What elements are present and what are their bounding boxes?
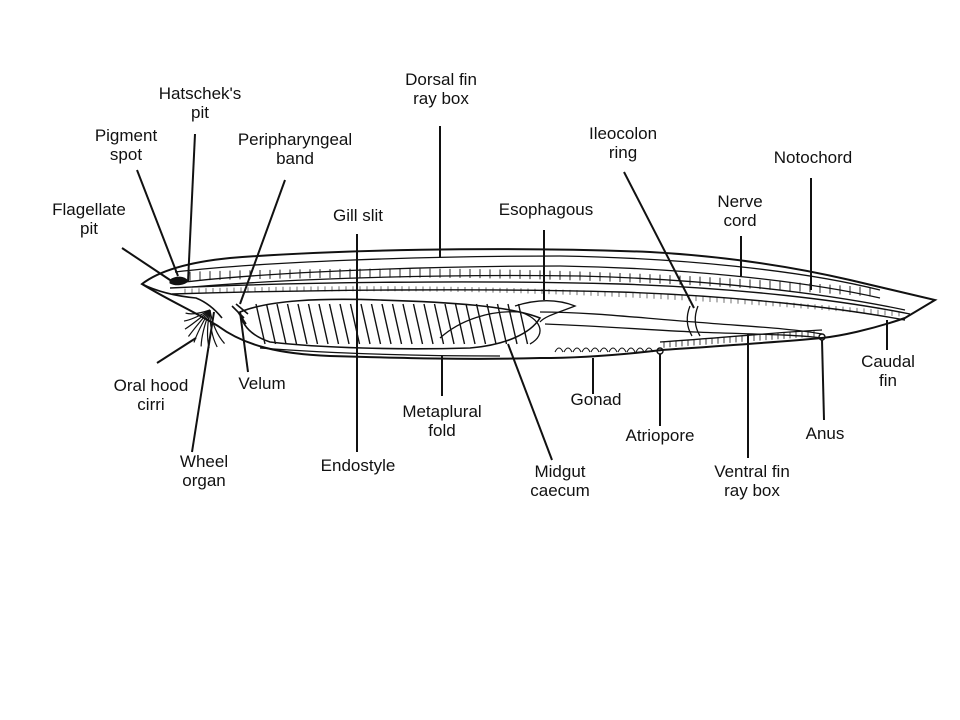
pharynx-outline [239,298,542,350]
gill-bar [402,303,413,345]
gill-bar [423,303,434,345]
label-esophagous: Esophagous [498,200,594,219]
label-hatscheks-pit: Hatschek's pit [158,84,242,122]
gill-bar [465,303,476,345]
label-flagellate-pit: Flagellate pit [52,200,126,238]
gonad [608,347,618,353]
ileocolon-ring-mark [686,305,701,337]
gill-bar [507,303,518,345]
oral-cirrus [184,309,211,330]
oral-cirrus [193,309,211,343]
nerve-cord-outline [191,274,906,311]
leader-anus [821,339,825,421]
label-metaplural-fold: Metaplural fold [402,402,482,440]
leader-flagellate-pit [121,247,171,281]
label-gill-slit: Gill slit [332,206,384,225]
label-wheel-organ: Wheel organ [179,452,229,490]
gill-bar [370,303,382,345]
oral-cirrus [209,309,225,344]
gill-bar [297,303,308,345]
metaplural-fold-line [259,347,501,357]
leader-midgut-caecum [507,343,553,461]
label-pigment-spot: Pigment spot [94,126,158,164]
oral-cirrus [187,309,211,337]
label-anus: Anus [805,424,845,443]
label-nerve-cord: Nerve cord [717,192,763,230]
gonad [590,347,600,353]
leader-pigment-spot [136,169,179,277]
body-outline [140,248,938,360]
gill-bar [265,303,277,345]
gill-bar [318,303,329,345]
leader-hatscheks-pit [187,133,196,283]
gonad [572,347,582,353]
gill-bar [381,303,392,345]
notochord-segments [184,286,900,317]
label-gonad: Gonad [570,390,622,409]
gill-bar [360,303,371,345]
gill-bar [496,303,508,345]
leader-peripharyngeal-band [239,179,286,305]
label-notochord: Notochord [773,148,853,167]
gonad [581,347,591,353]
gill-bar [349,303,361,345]
oral-cirrus [200,309,211,347]
gill-bar [255,303,266,345]
gill-bar [339,303,350,345]
leader-lines [121,126,888,461]
esophagus-outline [514,300,577,323]
gonad [644,347,654,353]
gill-bar [433,303,445,345]
notochord-bottom [171,289,906,321]
notochord-top [169,281,911,315]
ventral-fin-ray-boxes [663,330,815,348]
gill-bar [412,303,424,345]
dorsal-fin-ray-boxes [189,268,871,297]
gill-bar [307,303,319,345]
gill-bar [517,303,529,345]
label-velum: Velum [238,374,286,393]
label-midgut-caecum: Midgut caecum [530,462,590,500]
dorsal-fin-band-bottom [184,265,881,299]
gill-bar [475,303,487,345]
gill-bar [391,303,403,345]
leader-velum [239,311,249,373]
gill-bar [328,303,340,345]
gill-bar [286,303,298,345]
label-atriopore: Atriopore [625,426,695,445]
gonad [617,347,627,353]
dorsal-fin-band-top [174,255,881,291]
leader-oral-hood-cirri [156,337,197,364]
gill-bar [444,303,455,345]
label-oral-hood-cirri: Oral hood cirri [113,376,189,414]
midgut-caecum-outline [439,311,541,345]
leader-wheel-organ [191,311,215,453]
gill-bar [276,303,287,345]
label-peripharyngeal-band: Peripharyngeal band [237,130,353,168]
label-dorsal-fin-ray-box: Dorsal fin ray box [405,70,477,108]
leader-ileocolon-ring [623,171,695,309]
gonad [554,347,564,353]
gill-slits [255,303,529,345]
gonad [635,347,645,353]
gonad-series [554,347,654,353]
pigment-spot-mark [169,276,189,286]
label-endostyle: Endostyle [320,456,396,475]
intestine-bottom [544,323,823,339]
gonad [626,347,636,353]
gonad [599,347,609,353]
label-ventral-fin-ray-box: Ventral fin ray box [714,462,790,500]
gill-bar [486,303,497,345]
label-ileocolon-ring: Ileocolon ring [588,124,658,162]
gonad [563,347,573,353]
oral-hood-outline [141,283,223,319]
label-caudal-fin: Caudal fin [861,352,915,390]
